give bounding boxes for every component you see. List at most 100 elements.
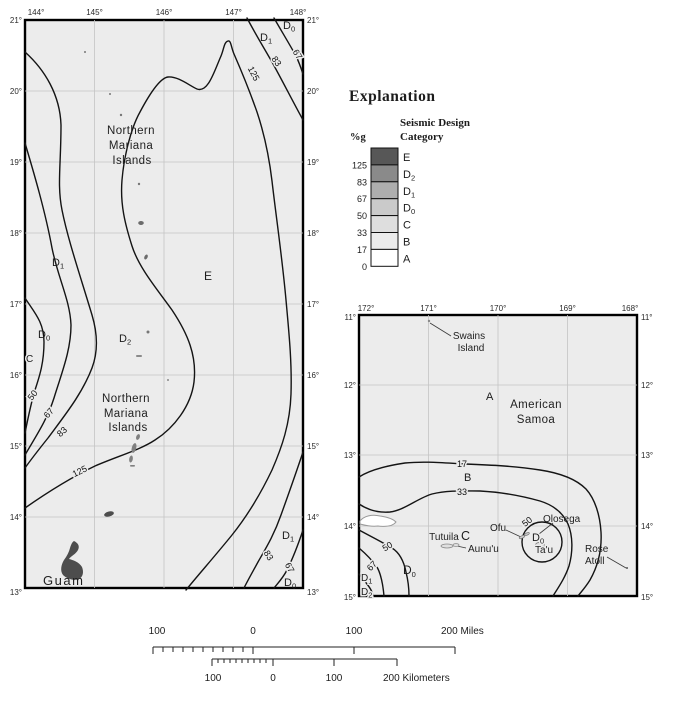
legend-swatch bbox=[370, 181, 399, 200]
lat-label: 13° bbox=[344, 451, 356, 460]
legend: Explanation Seismic Design Category %g 1… bbox=[349, 88, 470, 272]
lon-label: 145° bbox=[86, 8, 103, 17]
samoa-place-labels: Swains Island American Samoa Tutuila Aun… bbox=[429, 331, 609, 567]
miles-minor-ticks bbox=[162, 647, 244, 652]
legend-value: 125 bbox=[352, 160, 367, 170]
region-label-e: E bbox=[204, 269, 212, 283]
lon-label: 144° bbox=[28, 8, 45, 17]
legend-unit-label: %g bbox=[350, 132, 367, 143]
legend-boundary-values: 125 83 67 50 33 17 0 bbox=[352, 160, 367, 271]
region-label-d0-ne: D0 bbox=[283, 20, 295, 34]
olosega-leader-line bbox=[538, 522, 554, 535]
scale-bar-kilometers: 100 0 100 200 Kilometers bbox=[205, 658, 450, 684]
lat-label: 14° bbox=[344, 522, 356, 531]
lat-label: 11° bbox=[344, 313, 356, 322]
ofu-leader-line bbox=[505, 529, 522, 538]
region-label-c: C bbox=[461, 529, 470, 543]
miles-label-0: 0 bbox=[250, 626, 256, 637]
samoa-region-labels: A B C D0 D0 D1 D2 bbox=[360, 391, 546, 601]
samoa-graticule-labels: 172° 171° 170° 169° 168° 11° 12° 13° 14°… bbox=[344, 304, 653, 602]
lat-label: 18° bbox=[307, 229, 319, 238]
tau-island-shape bbox=[535, 541, 545, 549]
kilometers-minor-ticks bbox=[217, 659, 267, 663]
legend-swatches bbox=[370, 147, 399, 267]
legend-category: A bbox=[403, 253, 411, 265]
contour-50-tau-circle bbox=[521, 521, 563, 563]
place-label-nmi-south: Mariana bbox=[104, 408, 149, 420]
lat-label: 21° bbox=[307, 16, 319, 25]
legend-value: 17 bbox=[357, 245, 367, 255]
km-label-100-right: 100 bbox=[326, 673, 343, 684]
lon-label: 172° bbox=[358, 304, 375, 313]
lat-label: 13° bbox=[307, 588, 319, 597]
lat-label: 21° bbox=[10, 16, 22, 25]
contour-67-southwest bbox=[358, 547, 385, 597]
lat-label: 20° bbox=[10, 87, 22, 96]
lon-label: 169° bbox=[559, 304, 576, 313]
place-label-aunuu: Aunu'u bbox=[468, 544, 499, 555]
lat-label: 13° bbox=[10, 588, 22, 597]
contour-83-southeast bbox=[243, 451, 304, 589]
contour-50-southwest bbox=[358, 529, 410, 597]
lat-label: 14° bbox=[10, 513, 22, 522]
legend-value: 0 bbox=[362, 262, 367, 272]
contour-67-west bbox=[24, 142, 72, 456]
swains-leader-line bbox=[429, 322, 452, 337]
lon-label: 148° bbox=[290, 8, 307, 17]
lat-label: 12° bbox=[641, 381, 653, 390]
place-label-rose-atoll: Rose bbox=[585, 544, 609, 555]
contour-83-northeast bbox=[246, 17, 304, 121]
region-label-d0-sw: D0 bbox=[403, 563, 416, 579]
lat-label: 16° bbox=[10, 371, 22, 380]
mariana-graticule-grid bbox=[25, 20, 303, 588]
region-label-d1-sw: D1 bbox=[361, 573, 372, 585]
lat-label: 15° bbox=[641, 593, 653, 602]
miles-label-100-left: 100 bbox=[149, 626, 166, 637]
km-label-200: 200 Kilometers bbox=[383, 673, 450, 684]
lon-label: 147° bbox=[225, 8, 242, 17]
scale-bar-miles: 100 0 100 200 Miles bbox=[149, 626, 484, 654]
legend-swatch bbox=[370, 198, 399, 217]
region-label-d2-west: D2 bbox=[119, 333, 131, 347]
lat-label: 14° bbox=[641, 522, 653, 531]
region-label-d1-ne: D1 bbox=[260, 32, 272, 46]
contour-33 bbox=[358, 490, 573, 597]
rose-atoll-leader-line bbox=[606, 556, 627, 569]
lat-label: 13° bbox=[641, 451, 653, 460]
american-samoa-map: 172° 171° 170° 169° 168° 11° 12° 13° 14°… bbox=[344, 304, 653, 602]
legend-value: 67 bbox=[357, 194, 367, 204]
lat-label: 12° bbox=[344, 381, 356, 390]
region-label-d0-circle: D0 bbox=[532, 532, 544, 546]
tutuila-island-shape bbox=[359, 514, 397, 527]
place-label-nmi-north: Northern bbox=[107, 125, 155, 137]
lat-label: 17° bbox=[307, 300, 319, 309]
lon-label: 146° bbox=[156, 8, 173, 17]
lon-label: 171° bbox=[420, 304, 437, 313]
mariana-islands-shapes bbox=[61, 51, 169, 580]
lat-label: 19° bbox=[10, 158, 22, 167]
place-label-swains: Island bbox=[458, 343, 485, 354]
contour-50-west bbox=[24, 297, 45, 434]
rose-atoll-dot bbox=[626, 567, 628, 569]
lat-label: 17° bbox=[10, 300, 22, 309]
legend-swatch bbox=[370, 215, 399, 234]
swains-island-dot bbox=[427, 319, 431, 323]
contour-label-17: 17 bbox=[457, 459, 467, 469]
lat-label: 16° bbox=[307, 371, 319, 380]
km-label-0: 0 bbox=[270, 673, 276, 684]
legend-category: D2 bbox=[403, 169, 415, 183]
mariana-contours bbox=[24, 17, 304, 591]
lat-label: 19° bbox=[307, 158, 319, 167]
place-label-olosega: Olosega bbox=[543, 514, 581, 525]
contour-83-west bbox=[24, 51, 98, 469]
contour-67-northeast bbox=[273, 17, 304, 75]
contour-label-33: 33 bbox=[457, 487, 467, 497]
miles-label-200: 200 Miles bbox=[441, 626, 484, 637]
place-label-tau: Ta'u bbox=[535, 545, 553, 556]
place-label-nmi-south: Islands bbox=[108, 422, 147, 434]
mariana-place-labels: Northern Mariana Islands Northern Marian… bbox=[43, 125, 155, 588]
legend-category: D1 bbox=[403, 186, 415, 200]
mariana-region-labels: E C D1 D0 D2 D0 D1 D1 D0 bbox=[25, 20, 297, 591]
place-label-rose-atoll: Atoll bbox=[585, 556, 604, 567]
